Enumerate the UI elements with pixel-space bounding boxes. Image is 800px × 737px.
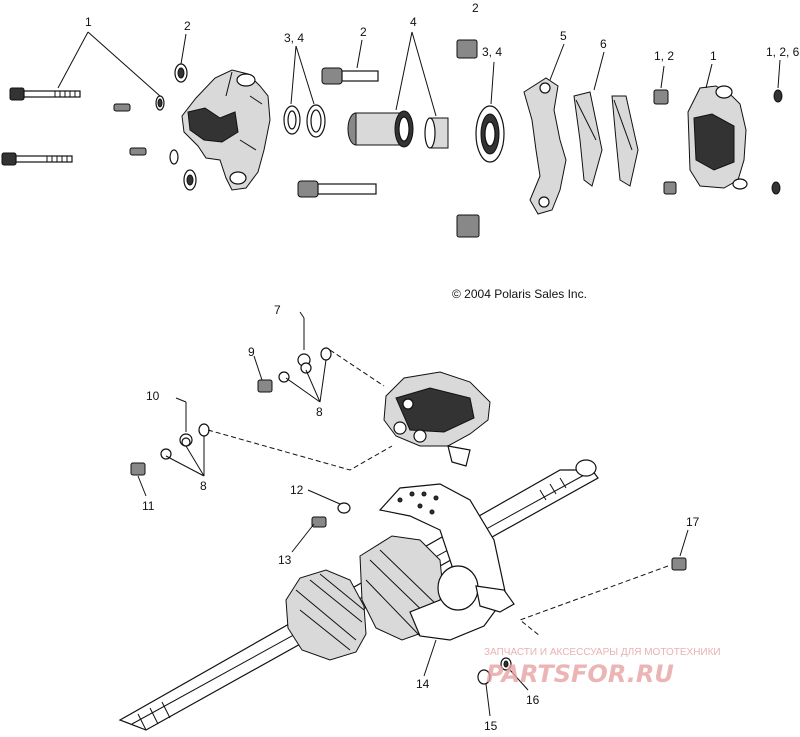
- callout-10: 10: [146, 389, 160, 403]
- bolt-13: [311, 516, 327, 528]
- caliper-bolt-upper: [9, 87, 81, 101]
- callout-3-4: 3, 4: [482, 45, 502, 59]
- nut-12: [337, 502, 351, 514]
- callout-17: 17: [686, 515, 700, 529]
- washers-8-lower: [160, 423, 210, 460]
- callout-1-2: 1, 2: [654, 49, 674, 63]
- caliper-piston: [347, 110, 414, 148]
- callout-2: 2: [184, 19, 191, 33]
- caliper-body: [181, 69, 271, 191]
- bushing-small: [653, 89, 677, 195]
- callout-2: 2: [360, 25, 367, 39]
- callout-5: 5: [560, 29, 567, 43]
- callout-12: 12: [290, 483, 304, 497]
- washers-8-upper: [278, 347, 332, 383]
- caliper-pin-upper: [321, 67, 379, 85]
- callout-7: 7: [274, 303, 281, 317]
- bolt-11: [130, 462, 146, 476]
- caliper-piston-small: [424, 117, 449, 149]
- bleeder-screws: [113, 103, 147, 156]
- callout-15: 15: [484, 719, 498, 733]
- callout-8: 8: [316, 405, 323, 419]
- mounted-caliper: [383, 371, 491, 467]
- copyright-text: © 2004 Polaris Sales Inc.: [452, 287, 587, 301]
- callout-16: 16: [526, 693, 540, 707]
- caliper-exploded-view: 1 2 3, 4 2 4 2 3, 4 5 6 1, 2 1 1, 2, 6 ©…: [1, 1, 800, 301]
- bolt-17: [671, 557, 687, 571]
- top-callouts: 1 2 3, 4 2 4 2 3, 4 5 6 1, 2 1 1, 2, 6: [85, 1, 800, 63]
- rear-axle-shaft: [118, 459, 599, 731]
- bolt-9: [257, 379, 273, 393]
- watermark-brand: PARTSFOR.RU: [486, 660, 674, 688]
- callout-3-4: 3, 4: [284, 31, 304, 45]
- watermark-tagline: ЗАПЧАСТИ И АКСЕССУАРЫ ДЛЯ МОТОТЕХНИКИ: [484, 647, 721, 658]
- caliper-bracket: [523, 77, 567, 215]
- callout-8: 8: [200, 479, 207, 493]
- callout-9: 9: [248, 345, 255, 359]
- brake-pad-inner: [573, 91, 603, 187]
- callout-13: 13: [278, 553, 292, 567]
- callout-4: 4: [410, 15, 417, 29]
- axle-assembly-view: 7 9 8 10 8 11 12 13 14 15 16 17: [118, 303, 700, 733]
- callout-1-2-6: 1, 2, 6: [766, 45, 800, 59]
- watermark: ЗАПЧАСТИ И АКСЕССУАРЫ ДЛЯ МОТОТЕХНИКИ PA…: [484, 647, 721, 688]
- brake-mount-plate: [378, 483, 515, 641]
- piston-seal-right: [475, 105, 505, 163]
- callout-1: 1: [85, 15, 92, 29]
- caliper-pin-lower: [297, 180, 377, 198]
- bottom-callouts: 7 9 8 10 8 11 12 13 14 15 16 17: [142, 303, 700, 733]
- washer-16: [500, 657, 512, 671]
- sprocket-hub: [285, 569, 367, 661]
- callout-2: 2: [472, 1, 479, 15]
- small-fasteners-right: [771, 89, 783, 195]
- callout-6: 6: [600, 37, 607, 51]
- pin-bushing-upper: [456, 39, 478, 59]
- callout-11: 11: [142, 499, 155, 513]
- top-leader-lines: [57, 31, 781, 117]
- pin-bushing-lower: [456, 214, 480, 238]
- nut-15: [477, 669, 491, 685]
- callout-1: 1: [710, 49, 717, 63]
- callout-14: 14: [416, 677, 430, 691]
- piston-seals-left: [283, 104, 326, 138]
- banjo-bolt-7: [297, 318, 311, 367]
- caliper-outer-half: [687, 85, 748, 190]
- bottom-leader-lines: [137, 311, 689, 717]
- brake-pad-outer: [611, 95, 639, 187]
- caliper-bolt-lower: [1, 152, 73, 166]
